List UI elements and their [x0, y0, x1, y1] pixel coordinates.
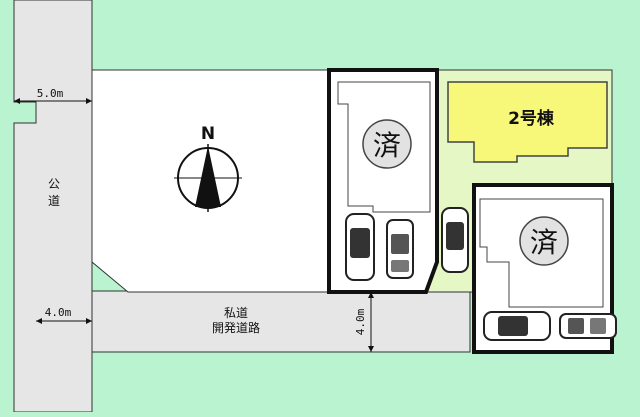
- public-road-label-2: 道: [48, 194, 60, 208]
- north-label: N: [201, 124, 215, 144]
- dimension-public-road-top: [14, 98, 92, 104]
- public-road-width-bottom: 4.0m: [45, 306, 72, 319]
- sold-mark-lower-circle: [519, 216, 569, 266]
- private-road: [91, 290, 471, 353]
- sold-mark-upper: 済: [373, 129, 401, 162]
- sold-mark-lower: 済: [530, 226, 558, 259]
- car-upper-2: [386, 219, 414, 279]
- car-lower-2: [559, 313, 617, 339]
- dimension-public-road-bottom: [36, 318, 92, 324]
- north-arrow: [174, 144, 242, 212]
- private-road-label-2: 開発道路: [212, 320, 260, 335]
- car-lot2: [441, 207, 469, 273]
- dimension-private-road: [368, 292, 374, 352]
- private-road-width: 4.0m: [354, 308, 367, 335]
- car-upper-1: [345, 213, 375, 281]
- car-lower-1: [483, 311, 551, 341]
- private-road-label-1: 私道: [224, 306, 248, 320]
- public-road-label-1: 公: [48, 177, 60, 191]
- building-2-label: 2号棟: [508, 108, 555, 129]
- sold-mark-upper-circle: [362, 119, 412, 169]
- public-road-width-top: 5.0m: [37, 87, 64, 100]
- building-2: [447, 81, 608, 163]
